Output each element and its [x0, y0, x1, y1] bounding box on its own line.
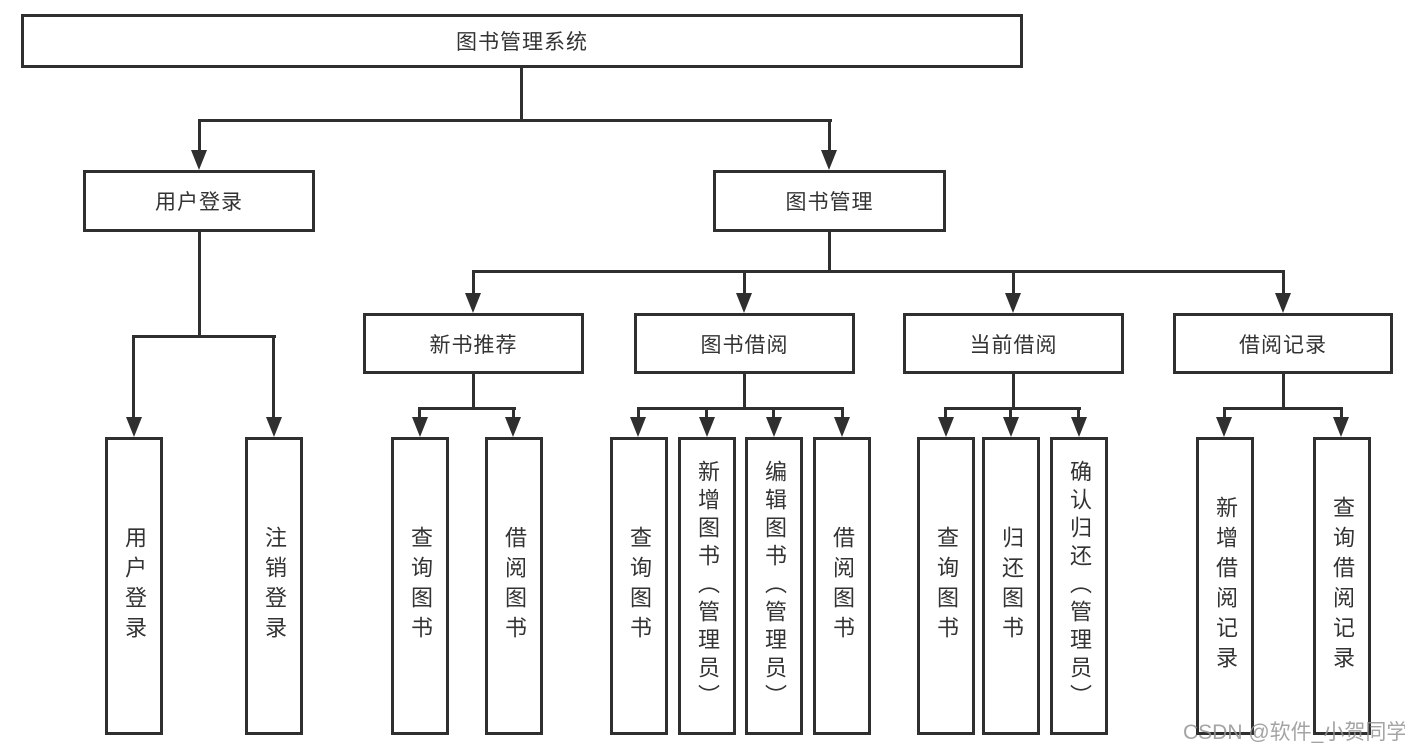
- connector-line: [272, 335, 275, 419]
- connector-line: [418, 407, 421, 421]
- connector-line: [520, 68, 523, 121]
- arrow-down-icon: [821, 150, 837, 170]
- node-root-system: 图书管理系统: [21, 14, 1023, 68]
- arrow-down-icon: [1005, 293, 1021, 313]
- connector-line: [1340, 407, 1343, 421]
- node-new-book-recommend: 新书推荐: [363, 313, 584, 374]
- csdn-watermark: CSDN @软件_小贺同学: [1183, 721, 1405, 744]
- leaf-rec-borrow-book-label: 借阅图书: [502, 526, 527, 646]
- connector-line: [705, 407, 708, 421]
- arrow-down-icon: [1275, 293, 1291, 313]
- leaf-current-query-book-label: 查询图书: [934, 526, 959, 646]
- node-book-management: 图书管理: [713, 170, 946, 232]
- arrow-down-icon: [1003, 417, 1019, 437]
- connector-line: [198, 119, 832, 122]
- arrow-down-icon: [630, 417, 646, 437]
- connector-line: [132, 335, 276, 338]
- node-current-borrow: 当前借阅: [903, 313, 1124, 374]
- arrow-down-icon: [736, 293, 752, 313]
- arrow-down-icon: [834, 417, 850, 437]
- node-borrow-record: 借阅记录: [1173, 313, 1393, 374]
- leaf-rec-borrow-book: 借阅图书: [485, 437, 543, 735]
- leaf-user-login-label: 用户登录: [122, 526, 147, 646]
- leaf-confirm-return-admin-label: 确认归还（管理员）: [1067, 460, 1092, 712]
- connector-line: [132, 335, 135, 419]
- connector-line: [1077, 407, 1080, 421]
- leaf-add-borrow-record-label: 新增借阅记录: [1213, 496, 1238, 676]
- arrow-down-icon: [1333, 417, 1349, 437]
- leaf-borrow-query-book: 查询图书: [610, 437, 668, 735]
- arrow-down-icon: [191, 150, 207, 170]
- leaf-current-return-book: 归还图书: [982, 437, 1040, 735]
- connector-line: [772, 407, 775, 421]
- arrow-down-icon: [412, 417, 428, 437]
- connector-line: [472, 374, 475, 410]
- connector-line: [198, 232, 201, 338]
- leaf-query-borrow-record-label: 查询借阅记录: [1330, 496, 1355, 676]
- leaf-confirm-return-admin: 确认归还（管理员）: [1050, 437, 1108, 735]
- connector-line: [1282, 270, 1285, 294]
- connector-line: [418, 407, 516, 410]
- connector-line: [512, 407, 515, 421]
- arrow-down-icon: [266, 417, 282, 437]
- leaf-logout: 注销登录: [245, 437, 303, 735]
- leaf-borrow-query-book-label: 查询图书: [627, 526, 652, 646]
- arrow-down-icon: [1071, 417, 1087, 437]
- arrow-down-icon: [699, 417, 715, 437]
- connector-line: [828, 232, 831, 273]
- leaf-borrow-edit-book-admin-label: 编辑图书（管理员）: [762, 460, 787, 712]
- connector-line: [472, 270, 1284, 273]
- connector-line: [828, 119, 831, 152]
- connector-line: [637, 407, 640, 421]
- connector-line: [637, 407, 844, 410]
- leaf-user-login: 用户登录: [105, 437, 163, 735]
- connector-line: [944, 407, 1081, 410]
- leaf-borrow-borrow-book-label: 借阅图书: [830, 526, 855, 646]
- connector-line: [1012, 374, 1015, 410]
- connector-line: [472, 270, 475, 294]
- arrow-down-icon: [1216, 417, 1232, 437]
- leaf-borrow-edit-book-admin: 编辑图书（管理员）: [745, 437, 803, 735]
- leaf-logout-label: 注销登录: [262, 526, 287, 646]
- arrow-down-icon: [465, 293, 481, 313]
- arrow-down-icon: [938, 417, 954, 437]
- leaf-borrow-borrow-book: 借阅图书: [813, 437, 871, 735]
- node-user-login: 用户登录: [83, 170, 315, 232]
- connector-line: [944, 407, 947, 421]
- leaf-borrow-add-book-admin: 新增图书（管理员）: [678, 437, 736, 735]
- leaf-borrow-add-book-admin-label: 新增图书（管理员）: [695, 460, 720, 712]
- leaf-add-borrow-record: 新增借阅记录: [1196, 437, 1254, 735]
- node-book-borrow: 图书借阅: [634, 313, 855, 374]
- leaf-query-borrow-record: 查询借阅记录: [1313, 437, 1371, 735]
- leaf-rec-query-book: 查询图书: [391, 437, 449, 735]
- connector-line: [743, 270, 746, 294]
- leaf-current-query-book: 查询图书: [917, 437, 975, 735]
- connector-line: [1282, 374, 1285, 410]
- arrow-down-icon: [505, 417, 521, 437]
- arrow-down-icon: [126, 417, 142, 437]
- connector-line: [743, 374, 746, 410]
- connector-line: [198, 119, 201, 152]
- connector-line: [1009, 407, 1012, 421]
- connector-line: [1223, 407, 1343, 410]
- leaf-rec-query-book-label: 查询图书: [408, 526, 433, 646]
- arrow-down-icon: [766, 417, 782, 437]
- connector-line: [841, 407, 844, 421]
- connector-line: [1012, 270, 1015, 294]
- connector-line: [1223, 407, 1226, 421]
- leaf-current-return-book-label: 归还图书: [999, 526, 1024, 646]
